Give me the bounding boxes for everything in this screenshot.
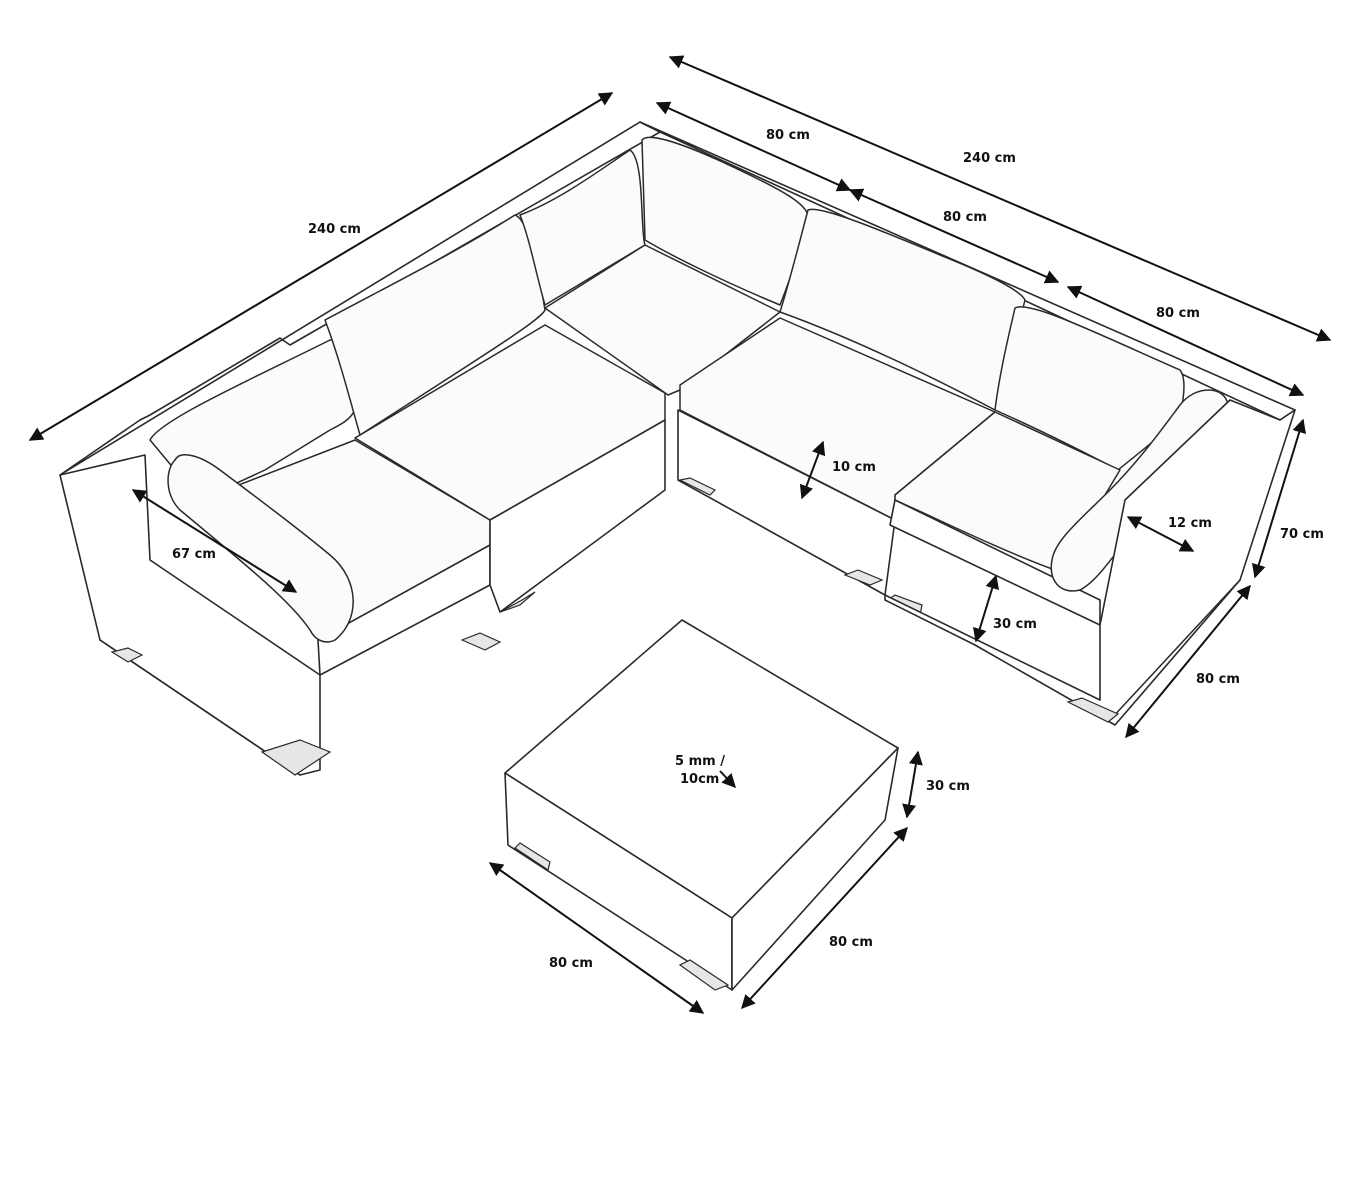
label-top-seg3: 80 cm xyxy=(1156,306,1200,321)
left-end-foot-back xyxy=(110,647,144,663)
left-end-foot-front xyxy=(260,739,332,776)
dim-arrow-table-height xyxy=(902,750,923,819)
dim-arrow-top-seg1 xyxy=(655,101,852,192)
right-end-foot xyxy=(1066,697,1120,723)
dimension-labels: 240 cm 240 cm 80 cm 80 cm 80 cm 67 cm 10… xyxy=(172,128,1324,971)
left-middle-seat-base xyxy=(489,419,666,613)
dim-arrow-module-depth xyxy=(1125,584,1251,739)
dim-arrow-top-seg2 xyxy=(848,188,1060,284)
label-module-depth: 80 cm xyxy=(1196,672,1240,687)
label-glass-line2: 10cm xyxy=(680,772,719,787)
label-table-width: 80 cm xyxy=(549,956,593,971)
dim-arrow-table-depth xyxy=(741,826,908,1010)
label-sofa-height: 70 cm xyxy=(1280,527,1324,542)
dimension-lines xyxy=(28,55,1332,1014)
label-glass-line1: 5 mm / xyxy=(675,754,725,769)
label-top-total: 240 cm xyxy=(963,151,1016,166)
dim-arrow-sofa-height xyxy=(1251,418,1307,579)
dim-arrow-glass xyxy=(719,770,736,789)
dim-arrow-cushion-thickness xyxy=(799,440,826,500)
label-table-depth: 80 cm xyxy=(829,935,873,950)
dim-arrow-left-total xyxy=(28,92,614,441)
label-top-seg1: 80 cm xyxy=(766,128,810,143)
right-end-seat-base xyxy=(889,499,1101,626)
label-top-seg2: 80 cm xyxy=(943,210,987,225)
dim-arrow-seat-height xyxy=(973,574,999,643)
dim-arrow-top-seg3 xyxy=(1066,285,1305,397)
dim-arrow-seat-depth xyxy=(131,489,298,593)
label-seat-depth: 67 cm xyxy=(172,547,216,562)
dim-arrow-table-width xyxy=(488,862,705,1014)
label-seat-height: 30 cm xyxy=(993,617,1037,632)
label-armrest-width: 12 cm xyxy=(1168,516,1212,531)
label-cushion-thickness: 10 cm xyxy=(832,460,876,475)
label-table-height: 30 cm xyxy=(926,779,970,794)
label-left-total: 240 cm xyxy=(308,222,361,237)
dim-arrow-armrest-width xyxy=(1126,516,1195,552)
